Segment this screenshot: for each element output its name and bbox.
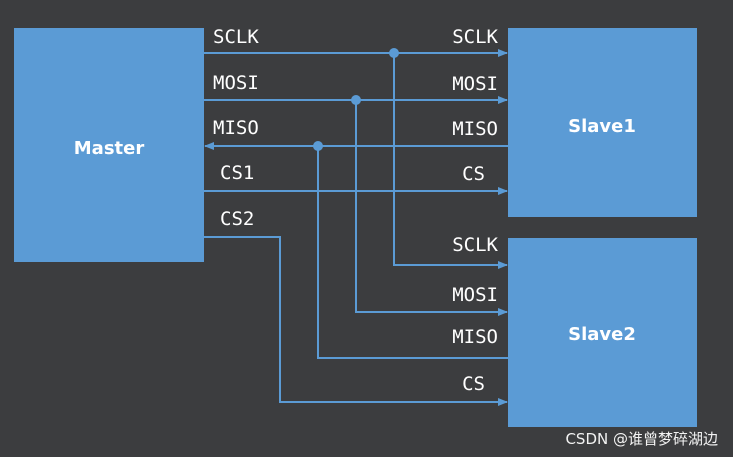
- slave1-miso-label: MISO: [452, 118, 498, 140]
- cs2-wire: [204, 236, 508, 406]
- master-cs2-label: CS2: [220, 208, 254, 230]
- slave2-cs-label: CS: [462, 373, 485, 395]
- sclk-junction-dot: [389, 48, 399, 58]
- miso-junction-dot: [313, 141, 323, 151]
- master-sclk-label: SCLK: [213, 26, 259, 48]
- master-label: Master: [74, 138, 145, 159]
- slave2-sclk-label: SCLK: [452, 234, 498, 256]
- sclk-wire-slave2: [393, 53, 508, 269]
- watermark-text: CSDN @谁曾梦碎湖边: [565, 430, 718, 448]
- slave2-block: [508, 238, 697, 427]
- slave1-label: Slave1: [568, 116, 636, 137]
- mosi-junction-dot: [351, 95, 361, 105]
- miso-wire-slave2: [317, 146, 508, 359]
- slave1-mosi-label: MOSI: [452, 73, 498, 95]
- slave1-block: [508, 28, 697, 217]
- slave2-miso-label: MISO: [452, 326, 498, 348]
- master-mosi-label: MOSI: [213, 72, 259, 94]
- slave1-cs-label: CS: [462, 163, 485, 185]
- slave2-label: Slave2: [568, 324, 636, 345]
- master-miso-label: MISO: [213, 117, 259, 139]
- master-block: [14, 28, 204, 262]
- master-cs1-label: CS1: [220, 162, 254, 184]
- mosi-wire-slave2: [355, 100, 508, 316]
- bus-wires: [204, 49, 508, 406]
- slave2-mosi-label: MOSI: [452, 284, 498, 306]
- slave1-sclk-label: SCLK: [452, 26, 498, 48]
